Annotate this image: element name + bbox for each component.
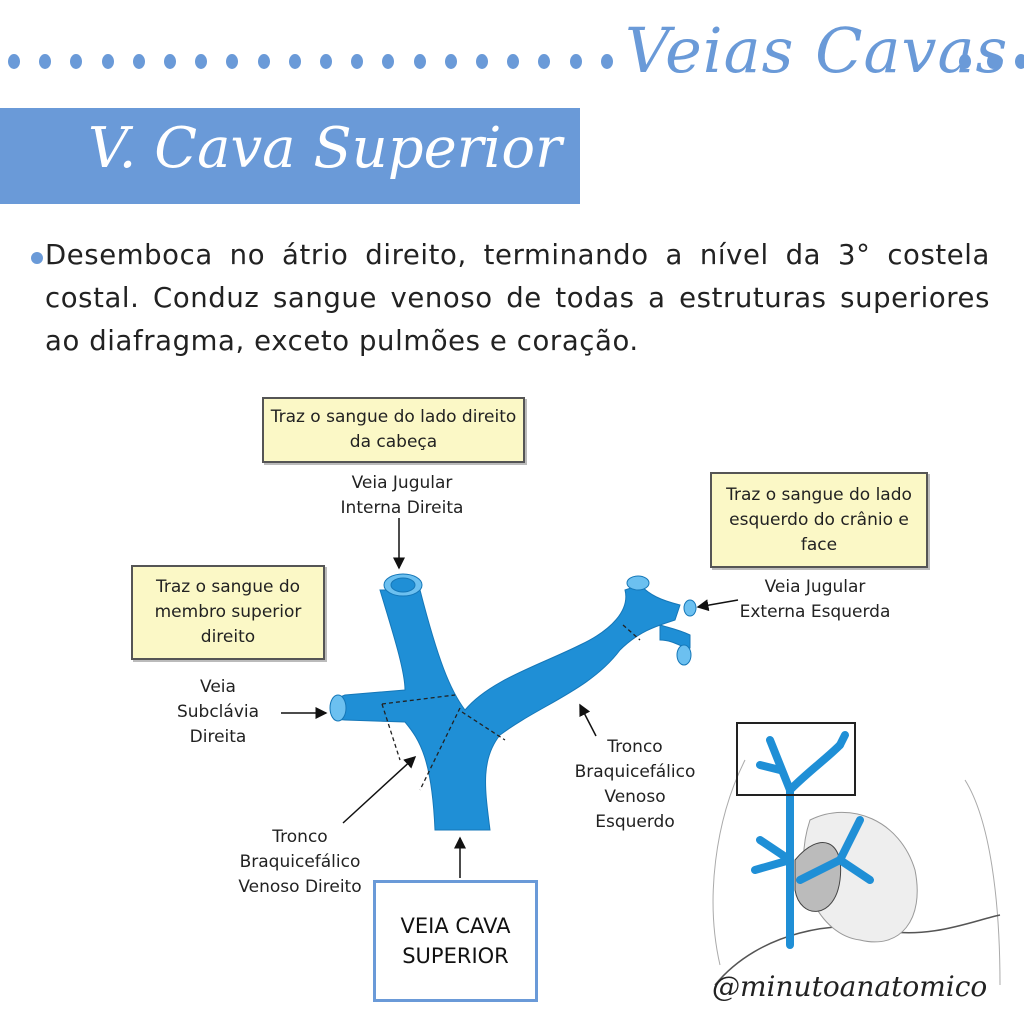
dot-icon	[8, 54, 20, 69]
dot-icon	[444, 54, 457, 69]
dot-icon	[226, 54, 239, 69]
section-banner	[0, 108, 580, 204]
dot-icon	[569, 54, 582, 69]
dot-icon	[70, 54, 83, 69]
label-veia-cava-superior: VEIA CAVA SUPERIOR	[373, 880, 538, 1002]
boundary-lines	[381, 624, 641, 791]
vcs-text: VEIA CAVA SUPERIOR	[400, 914, 511, 968]
bullet-icon	[31, 252, 43, 264]
label-jugular-interna: Veia Jugular Interna Direita	[340, 473, 464, 518]
label-jugular-externa: Veia Jugular Externa Esquerda	[739, 577, 891, 622]
dot-icon	[195, 54, 208, 69]
label-tronco-esquerdo: Tronco Braquicefálico Venoso Esquerdo	[574, 737, 696, 832]
dot-icon	[257, 54, 270, 69]
label-subclavia: Veia Subclávia Direita	[176, 677, 260, 747]
pointer-arrows	[281, 518, 739, 878]
superior-vena-cava-illustration	[329, 573, 697, 831]
dot-icon	[39, 54, 52, 69]
author-handle: @minutoanatomico	[712, 970, 988, 1003]
dot-icon	[382, 54, 395, 69]
dot-icon	[320, 54, 332, 69]
note-limb-right: Traz o sangue do membro superior direito	[131, 565, 325, 660]
dot-icon	[1015, 54, 1024, 69]
dot-icon	[538, 54, 551, 69]
dot-icon	[101, 54, 114, 69]
description-text: Desemboca no átrio direito, terminando a…	[45, 239, 990, 357]
dot-icon	[987, 54, 999, 69]
note-head-right: Traz o sangue do lado direito da cabeça	[262, 397, 525, 463]
section-title: V. Cava Superior	[88, 116, 562, 181]
label-tronco-direito: Tronco Braquicefálico Venoso Direito	[238, 827, 362, 897]
dot-icon	[476, 54, 488, 69]
dot-icon	[132, 54, 145, 69]
dot-icon	[351, 54, 364, 69]
dot-icon	[600, 54, 613, 69]
dot-icon	[507, 54, 520, 69]
note-skull-left: Traz o sangue do lado esquerdo do crânio…	[710, 472, 928, 568]
dot-icon	[288, 54, 301, 69]
dot-icon	[413, 54, 426, 69]
dot-icon	[164, 54, 176, 69]
page-title: Veias Cavas	[625, 14, 1009, 87]
dot-icon	[959, 54, 971, 69]
thorax-thumbnail-icon	[712, 722, 1001, 986]
